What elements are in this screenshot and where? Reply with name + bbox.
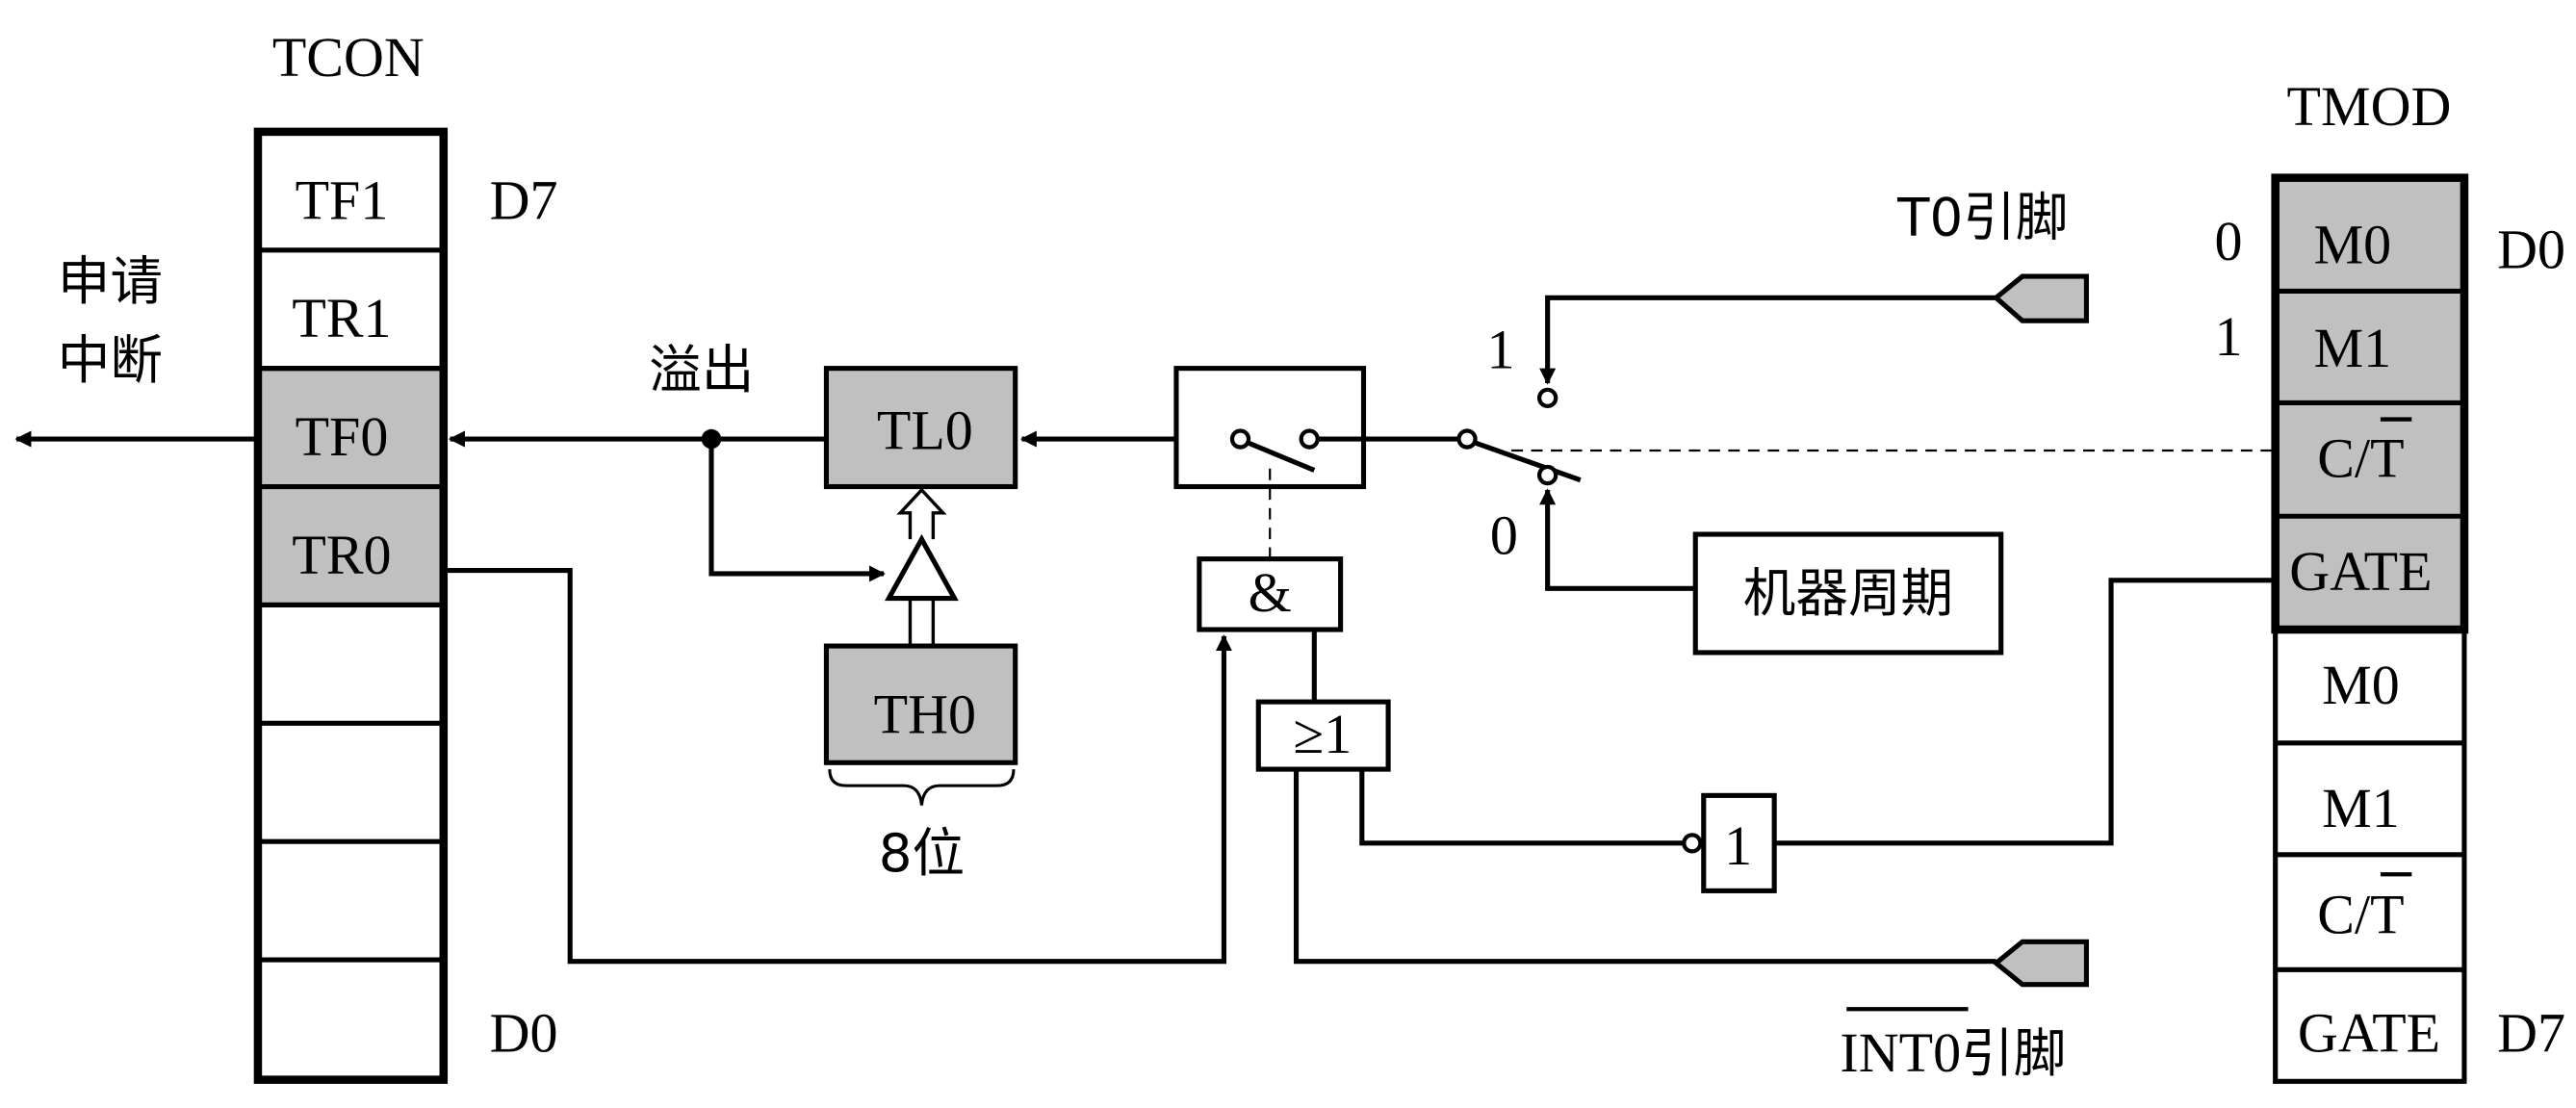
tmod-cell-m1: M1	[2314, 317, 2392, 379]
int0-pin-icon	[1992, 939, 2089, 988]
or-gate	[1255, 699, 1391, 772]
switch-pos-1-label: 1	[1487, 319, 1515, 381]
int0-line	[1293, 769, 1996, 965]
or-gate-label: ≥1	[1293, 703, 1352, 765]
tl0-label: TL0	[877, 399, 973, 461]
int0-pin-label: INT0引脚	[1840, 1021, 2066, 1084]
overflow-feedback-line	[708, 439, 886, 582]
gate-line	[1774, 578, 2276, 846]
bits-label: 8位	[879, 822, 965, 884]
tcon-d0-label: D0	[490, 1002, 558, 1065]
overflow-label: 溢出	[649, 339, 754, 400]
tmod-cell-ct: C/T	[2317, 426, 2404, 489]
switch-pos-0-label: 0	[1490, 504, 1518, 567]
tmod-register: M0 M1 C/T GATE M0 M1 C/T GATE	[2271, 173, 2469, 1084]
tmod-cell-m0: M0	[2314, 213, 2392, 275]
th0-box	[823, 643, 1018, 765]
interrupt-request-label-1: 申请	[58, 250, 163, 312]
control-switch-box	[1173, 366, 1367, 490]
tcon-cell-tf1: TF1	[296, 168, 389, 231]
tmod-cell-gate: GATE	[2289, 540, 2432, 603]
selector-contact-0	[1536, 464, 1558, 486]
selector-blade	[1472, 440, 1582, 483]
tmod-cell-gate-t1: GATE	[2298, 1002, 2440, 1065]
tcon-cell-tf0: TF0	[296, 405, 389, 468]
tmod-d7-label: D7	[2497, 1002, 2565, 1065]
tcon-cell-tr1: TR1	[292, 287, 391, 349]
not-gate-label: 1	[1724, 814, 1752, 877]
switch-contact	[1229, 428, 1251, 450]
tmod-cell-m0-t1: M0	[2322, 654, 2400, 716]
tcon-register: TF1 TR1 TF0 TR0	[253, 127, 449, 1084]
inverter-bubble	[1682, 833, 1703, 854]
and-gate	[1197, 556, 1344, 632]
tmod-cell-m1-t1: M1	[2322, 777, 2400, 839]
tmod-title: TMOD	[2287, 75, 2452, 138]
buffer-triangle-icon	[884, 533, 959, 602]
and-gate-label: &	[1249, 561, 1292, 624]
reload-hollow-arrow-icon	[896, 487, 947, 540]
tl0-box	[823, 366, 1018, 490]
t0-pin-label: T0引脚	[1896, 186, 2068, 247]
not-gate	[1701, 792, 1777, 893]
selector-pivot	[1456, 428, 1478, 450]
tmod-cell-ct-t1: C/T	[2317, 884, 2404, 946]
reload-arrow-shaft	[908, 598, 936, 647]
tcon-cell-tr0: TR0	[292, 524, 391, 586]
brace-icon	[828, 768, 1016, 806]
switch-blade	[1246, 440, 1316, 473]
m1-value: 1	[2215, 305, 2243, 368]
t0-pin-icon	[1992, 273, 2089, 323]
selector-contact-1	[1536, 387, 1558, 409]
not-input-line	[1359, 769, 1685, 846]
tmod-d0-label: D0	[2497, 219, 2565, 281]
machine-cycle-label: 机器周期	[1743, 562, 1953, 624]
th0-label: TH0	[874, 683, 976, 746]
machine-cycle-box	[1692, 531, 2004, 656]
machine-cycle-line	[1539, 488, 1696, 591]
tcon-title: TCON	[272, 26, 425, 89]
t0-pin-line	[1539, 295, 1996, 385]
tr0-line	[443, 568, 1232, 965]
tcon-d7-label: D7	[490, 168, 558, 231]
switch-contact	[1299, 428, 1320, 450]
interrupt-request-label-2: 中断	[58, 329, 163, 391]
m0-value: 0	[2215, 210, 2243, 272]
